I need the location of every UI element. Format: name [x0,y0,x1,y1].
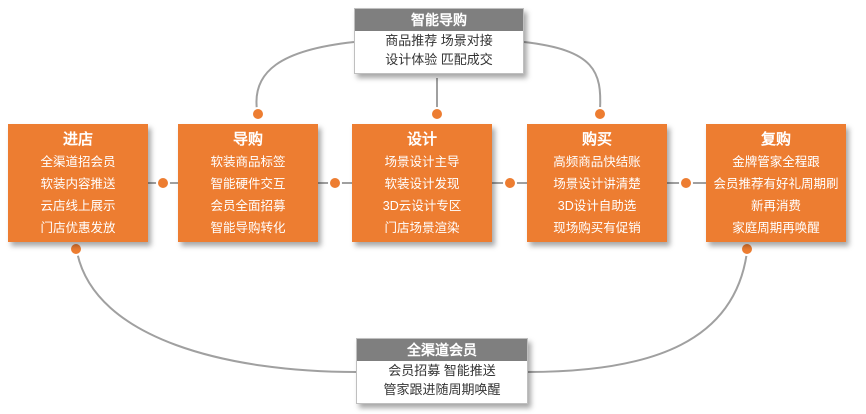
stage-title: 进店 [62,131,93,148]
stage-line: 家庭周期再唤醒 [732,221,820,235]
stage-design: 设计 场景设计主导 软装设计发现 3D云设计专区 门店场景渲染 [352,124,492,242]
stage-line: 3D设计自助选 [557,199,637,213]
connector-dot-repurchase-bottom [740,242,754,256]
stage-line: 高频商品快结账 [553,155,641,169]
stage-line: 场景设计主导 [384,155,460,169]
stage-purchase: 购买 高频商品快结账 场景设计讲清楚 3D设计自助选 现场购买有促销 [527,124,667,242]
callout-smart-guide-line: 设计体验 匹配成交 [385,52,493,67]
connector-dot-guide-top [251,107,265,121]
stage-title: 复购 [760,131,791,148]
stage-title: 导购 [232,131,263,148]
stage-line: 门店优惠发放 [40,221,116,235]
stage-line: 现场购买有促销 [553,221,641,235]
connector-dot-stage1-stage2 [156,176,170,190]
connector-curve-top-left [255,41,355,111]
stage-line: 智能导购转化 [210,221,286,235]
callout-omni-member-title: 全渠道会员 [357,339,527,361]
stage-line: 智能硬件交互 [210,177,286,191]
stage-line: 云店线上展示 [40,199,116,213]
callout-smart-guide: 智能导购 商品推荐 场景对接 设计体验 匹配成交 [354,8,524,74]
stage-line: 全渠道招会员 [40,155,116,169]
stage-repurchase: 复购 金牌管家全程跟 会员推荐有好礼周期刷 新再消费 家庭周期再唤醒 [706,124,846,242]
stage-line: 新再消费 [750,199,801,213]
stage-line: 场景设计讲清楚 [553,177,641,191]
stage-line: 会员推荐有好礼周期刷 [713,177,839,191]
connector-curve-top-right [523,41,602,111]
callout-omni-member-line: 管家跟进随周期唤醒 [383,382,501,397]
stage-title: 购买 [581,131,612,148]
callout-omni-member-line: 会员招募 智能推送 [388,363,496,378]
stage-line: 3D云设计专区 [382,199,462,213]
connector-dot-stage4-stage5 [679,176,693,190]
callout-omni-member: 全渠道会员 会员招募 智能推送 管家跟进随周期唤醒 [356,338,528,404]
stage-guide: 导购 软装商品标签 智能硬件交互 会员全面招募 智能导购转化 [178,124,318,242]
connector-dot-design-top [430,107,444,121]
connector-dot-stage3-stage4 [503,176,517,190]
stage-line: 金牌管家全程跟 [732,155,820,169]
connector-dot-stage2-stage3 [328,176,342,190]
connector-dot-purchase-top [593,107,607,121]
stage-title: 设计 [406,131,437,148]
stage-enter-store: 进店 全渠道招会员 软装内容推送 云店线上展示 门店优惠发放 [8,124,148,242]
stage-line: 软装商品标签 [210,155,286,169]
stage-line: 软装设计发现 [384,177,460,191]
stage-line: 会员全面招募 [210,199,286,213]
stage-line: 门店场景渲染 [384,221,460,235]
connector-curve-bottom-left [76,251,357,373]
callout-smart-guide-line: 商品推荐 场景对接 [385,33,493,48]
connector-curve-bottom-right [527,251,748,373]
connector-dot-enter-bottom [69,242,83,256]
stage-line: 软装内容推送 [40,177,116,191]
callout-smart-guide-title: 智能导购 [355,9,523,31]
